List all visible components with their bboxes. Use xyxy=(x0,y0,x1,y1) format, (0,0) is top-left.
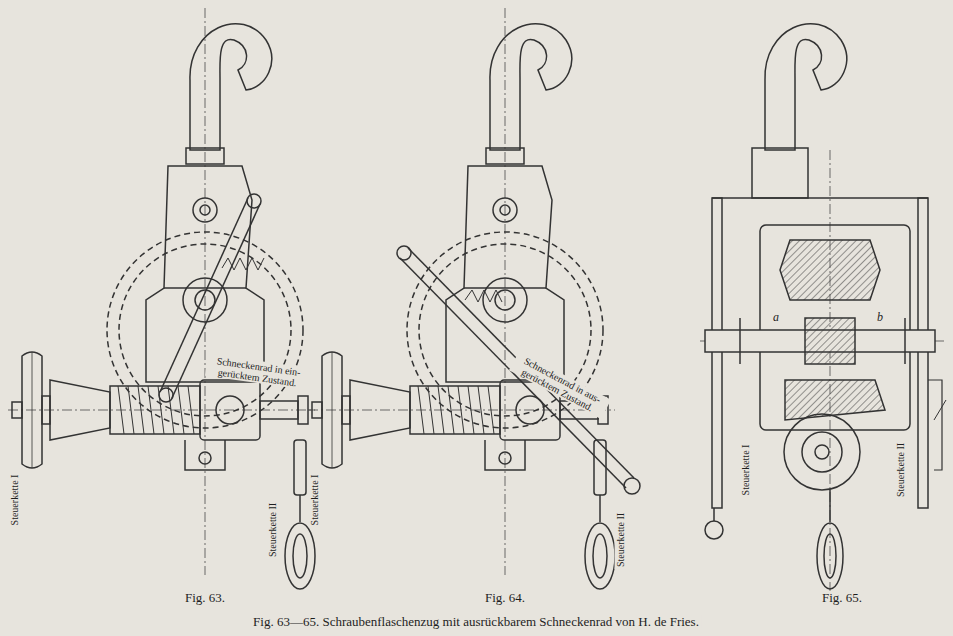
lever-arm-released-part xyxy=(624,478,640,494)
lever-arm-released-part xyxy=(400,258,626,488)
lever-arm-engaged-part xyxy=(159,388,173,402)
part-letter: a xyxy=(771,311,781,324)
figure-65-front-view xyxy=(700,24,946,595)
figure-64-part xyxy=(308,8,615,589)
part-letter: b xyxy=(875,311,885,324)
figure-caption: Fig. 63—65. Schraubenflaschenzug mit aus… xyxy=(251,615,701,629)
figure-65-front-view-part xyxy=(934,400,946,420)
lever-arm-engaged-part xyxy=(247,194,261,208)
figure-65-front-view-part xyxy=(830,150,831,595)
part-note: Schneckenrad in aus- gerücktem Zustand. xyxy=(509,351,611,419)
figure-65-front-view-part xyxy=(785,380,885,420)
chain-label: Steuerkette I xyxy=(309,473,320,528)
figure-65-front-view-part xyxy=(829,490,831,522)
part-note: Schneckenrad in ein- gerücktem Zustand. xyxy=(205,354,311,390)
figure-65-front-view-part xyxy=(765,24,847,150)
figure-65-front-view-part xyxy=(802,432,842,472)
chain-label: Steuerkette I xyxy=(740,443,751,498)
figure-number: Fig. 63. xyxy=(183,591,227,605)
figure-65-front-view-part xyxy=(712,198,722,508)
figure-65-front-view-part xyxy=(760,225,910,430)
figure-number: Fig. 65. xyxy=(820,591,864,605)
figure-65-front-view-part xyxy=(713,508,715,521)
figure-65-front-view-part xyxy=(780,240,880,300)
figure-65-front-view-part xyxy=(817,523,843,589)
figure-65-front-view-part xyxy=(815,445,829,459)
chain-label: Steuerkette I xyxy=(9,473,20,528)
lever-arm-released-part xyxy=(397,246,411,260)
chain-label: Steuerkette II xyxy=(267,501,278,559)
chain-label: Steuerkette II xyxy=(895,441,906,499)
lever-arm-released xyxy=(397,246,640,494)
figure-65-front-view-part xyxy=(918,198,928,508)
chain-label: Steuerkette II xyxy=(615,511,626,569)
figure-65-front-view-part xyxy=(712,197,928,199)
figure-64 xyxy=(308,8,640,589)
figure-65-front-view-part xyxy=(824,534,836,578)
figure-63 xyxy=(8,8,315,589)
lever-arm-released-part xyxy=(465,290,502,302)
figure-65-front-view-part xyxy=(705,521,723,539)
figure-65-front-view-part xyxy=(739,318,741,364)
figure-63-part xyxy=(8,8,315,589)
figure-number: Fig. 64. xyxy=(483,591,527,605)
figure-65-front-view-part xyxy=(904,318,906,364)
figure-65-front-view-part xyxy=(784,414,860,490)
figure-65-front-view-part xyxy=(928,380,942,470)
lever-arm-engaged-part xyxy=(222,258,264,270)
figure-65-front-view-part xyxy=(752,148,808,198)
lever-arm-released-part xyxy=(408,248,634,478)
figure-65-front-view-part xyxy=(805,318,855,364)
